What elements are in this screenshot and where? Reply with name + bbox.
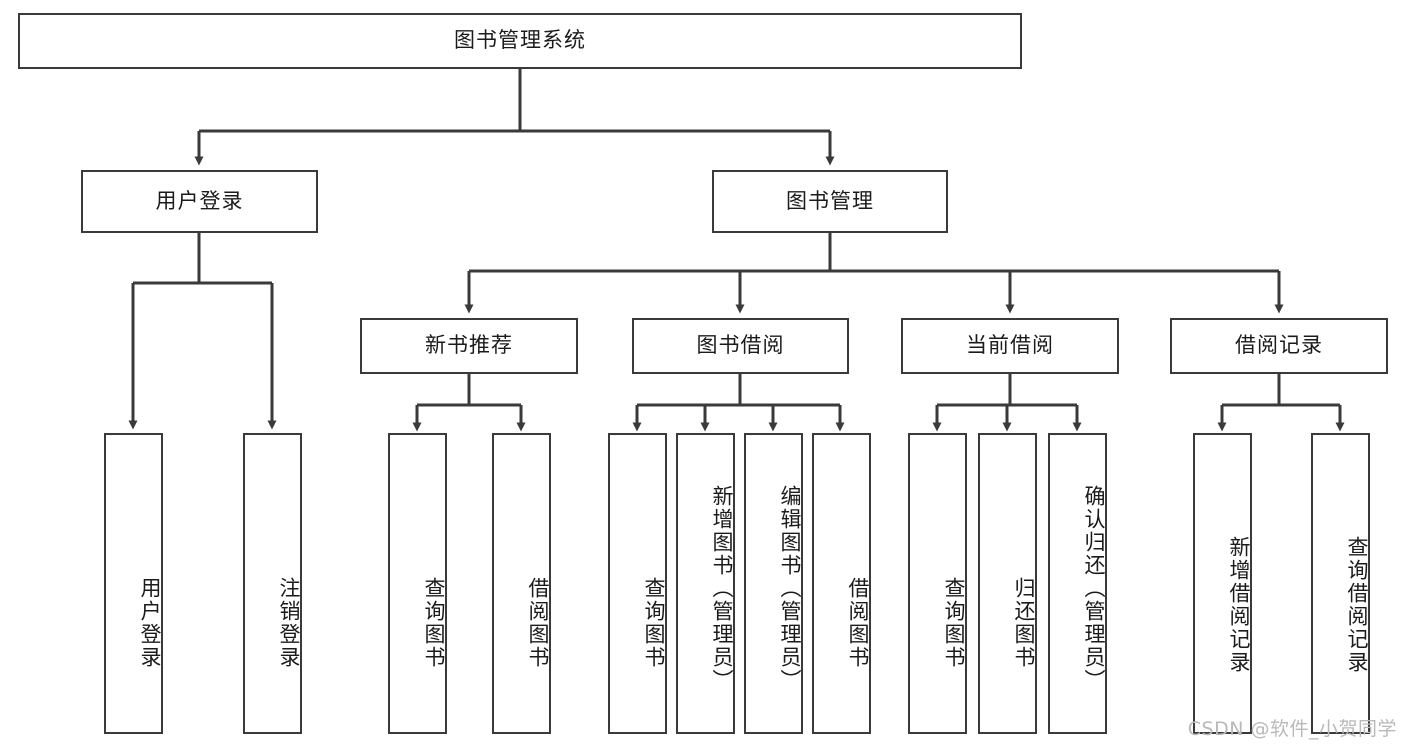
node-new-book-recommend[interactable]: 新书推荐	[360, 318, 578, 374]
node-current-borrow[interactable]: 当前借阅	[901, 318, 1119, 374]
node-root-book-management-system[interactable]: 图书管理系统	[18, 13, 1022, 69]
node-label: 编辑图书（管理员）	[778, 485, 802, 692]
node-label: 借阅记录	[1235, 333, 1323, 358]
leaf-query-book-1[interactable]: 查询图书	[388, 433, 447, 734]
node-label: 图书借阅	[696, 333, 785, 358]
node-label: 借阅图书	[526, 576, 550, 669]
node-user-login[interactable]: 用户登录	[81, 170, 318, 233]
leaf-query-book-3[interactable]: 查询图书	[908, 433, 967, 734]
leaf-confirm-return[interactable]: 确认归还（管理员）	[1048, 433, 1107, 734]
node-label: 注销登录	[277, 576, 301, 669]
leaf-borrow-book-1[interactable]: 借阅图书	[492, 433, 551, 734]
node-label: 新书推荐	[425, 333, 513, 358]
node-label: 新增借阅记录	[1227, 535, 1251, 674]
node-label: 图书管理系统	[454, 28, 586, 53]
node-label: 用户登录	[138, 576, 162, 669]
node-label: 用户登录	[155, 188, 244, 213]
node-book-management[interactable]: 图书管理	[712, 170, 948, 233]
node-book-borrow[interactable]: 图书借阅	[632, 318, 849, 374]
leaf-add-book[interactable]: 新增图书（管理员）	[676, 433, 735, 734]
leaf-query-book-2[interactable]: 查询图书	[608, 433, 667, 734]
node-label: 当前借阅	[966, 333, 1054, 358]
node-label: 查询借阅记录	[1345, 535, 1369, 674]
node-label: 查询图书	[642, 576, 666, 669]
node-label: 借阅图书	[846, 576, 870, 669]
leaf-logout[interactable]: 注销登录	[243, 433, 302, 734]
leaf-edit-book[interactable]: 编辑图书（管理员）	[744, 433, 803, 734]
watermark-text: CSDN @软件_小贺同学	[1187, 718, 1397, 740]
leaf-return-book[interactable]: 归还图书	[978, 433, 1037, 734]
node-label: 归还图书	[1012, 576, 1036, 669]
node-label: 查询图书	[422, 576, 446, 669]
leaf-query-record[interactable]: 查询借阅记录	[1311, 433, 1370, 734]
leaf-user-login[interactable]: 用户登录	[104, 433, 163, 734]
leaf-borrow-book-2[interactable]: 借阅图书	[812, 433, 871, 734]
node-label: 图书管理	[786, 188, 874, 213]
node-borrow-record[interactable]: 借阅记录	[1170, 318, 1388, 374]
node-label: 确认归还（管理员）	[1082, 485, 1106, 692]
leaf-add-record[interactable]: 新增借阅记录	[1193, 433, 1252, 734]
node-label: 新增图书（管理员）	[710, 485, 734, 692]
node-label: 查询图书	[942, 576, 966, 669]
